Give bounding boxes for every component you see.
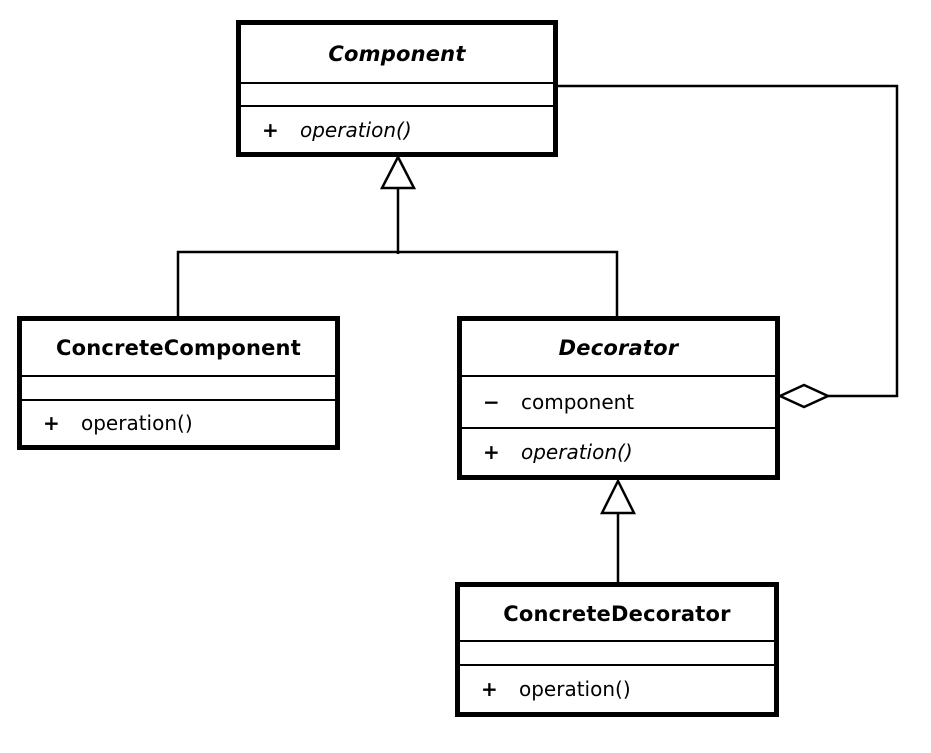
attributes-compartment	[460, 640, 774, 664]
visibility-sign: +	[43, 411, 60, 435]
method-name: operation()	[521, 440, 633, 464]
visibility-sign: −	[483, 390, 500, 414]
class-title: Decorator	[558, 336, 679, 360]
visibility-sign: +	[481, 677, 498, 701]
inheritance-triangle-icon	[599, 478, 637, 515]
aggregation-line	[558, 84, 899, 398]
class-box-component: Component + operation()	[236, 20, 558, 157]
generalization-branch-line	[176, 250, 619, 318]
attributes-compartment	[22, 375, 335, 399]
aggregation-diamond-icon	[776, 383, 832, 409]
methods-compartment: + operation()	[462, 427, 775, 475]
class-title: ConcreteComponent	[56, 336, 301, 360]
method-row: + operation()	[22, 413, 335, 433]
method-name: operation()	[81, 411, 193, 435]
inheritance-triangle-icon	[379, 154, 417, 190]
method-name: operation()	[519, 677, 631, 701]
attribute-row: − component	[462, 392, 775, 412]
class-box-concrete-component: ConcreteComponent + operation()	[17, 316, 340, 450]
method-name: operation()	[300, 117, 412, 142]
class-title: ConcreteDecorator	[503, 601, 731, 626]
class-box-concrete-decorator: ConcreteDecorator + operation()	[455, 582, 779, 717]
visibility-sign: +	[262, 117, 279, 142]
method-row: + operation()	[460, 679, 774, 699]
class-box-decorator: Decorator − component + operation()	[457, 316, 780, 480]
method-row: + operation()	[241, 120, 553, 140]
attribute-name: component	[521, 390, 635, 414]
methods-compartment: + operation()	[241, 105, 553, 152]
attributes-compartment	[241, 82, 553, 105]
methods-compartment: + operation()	[22, 399, 335, 445]
visibility-sign: +	[483, 440, 500, 464]
attributes-compartment: − component	[462, 375, 775, 427]
methods-compartment: + operation()	[460, 664, 774, 712]
method-row: + operation()	[462, 442, 775, 462]
class-title: Component	[328, 41, 466, 66]
